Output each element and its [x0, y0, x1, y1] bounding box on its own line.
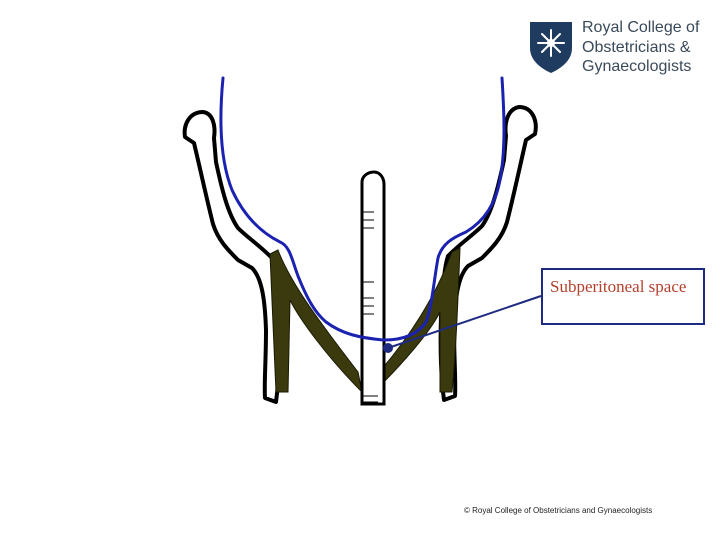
logo-line-1: Royal College of	[582, 19, 700, 36]
logo-wordmark: Royal College of Obstetricians & Gynaeco…	[582, 18, 712, 77]
left-levator-muscle	[269, 249, 363, 394]
rcog-logo: Royal College of Obstetricians & Gynaeco…	[528, 18, 708, 78]
subperitoneal-space-label: Subperitoneal space	[541, 268, 705, 325]
logo-line-3: Gynaecologists	[582, 58, 692, 75]
peritoneum-line	[219, 76, 506, 342]
logo-line-2: Obstetricians &	[582, 38, 691, 56]
left-pelvic-bone	[182, 110, 282, 404]
star-shield-icon	[530, 22, 572, 73]
label-text: Subperitoneal space	[550, 277, 687, 296]
right-pelvic-bone	[438, 105, 538, 402]
central-canal	[360, 170, 386, 406]
central-canal-ticks	[362, 211, 378, 403]
copyright-footer: © Royal College of Obstetricians and Gyn…	[464, 506, 653, 515]
leader-line	[387, 295, 542, 349]
right-levator-muscle	[373, 247, 461, 393]
